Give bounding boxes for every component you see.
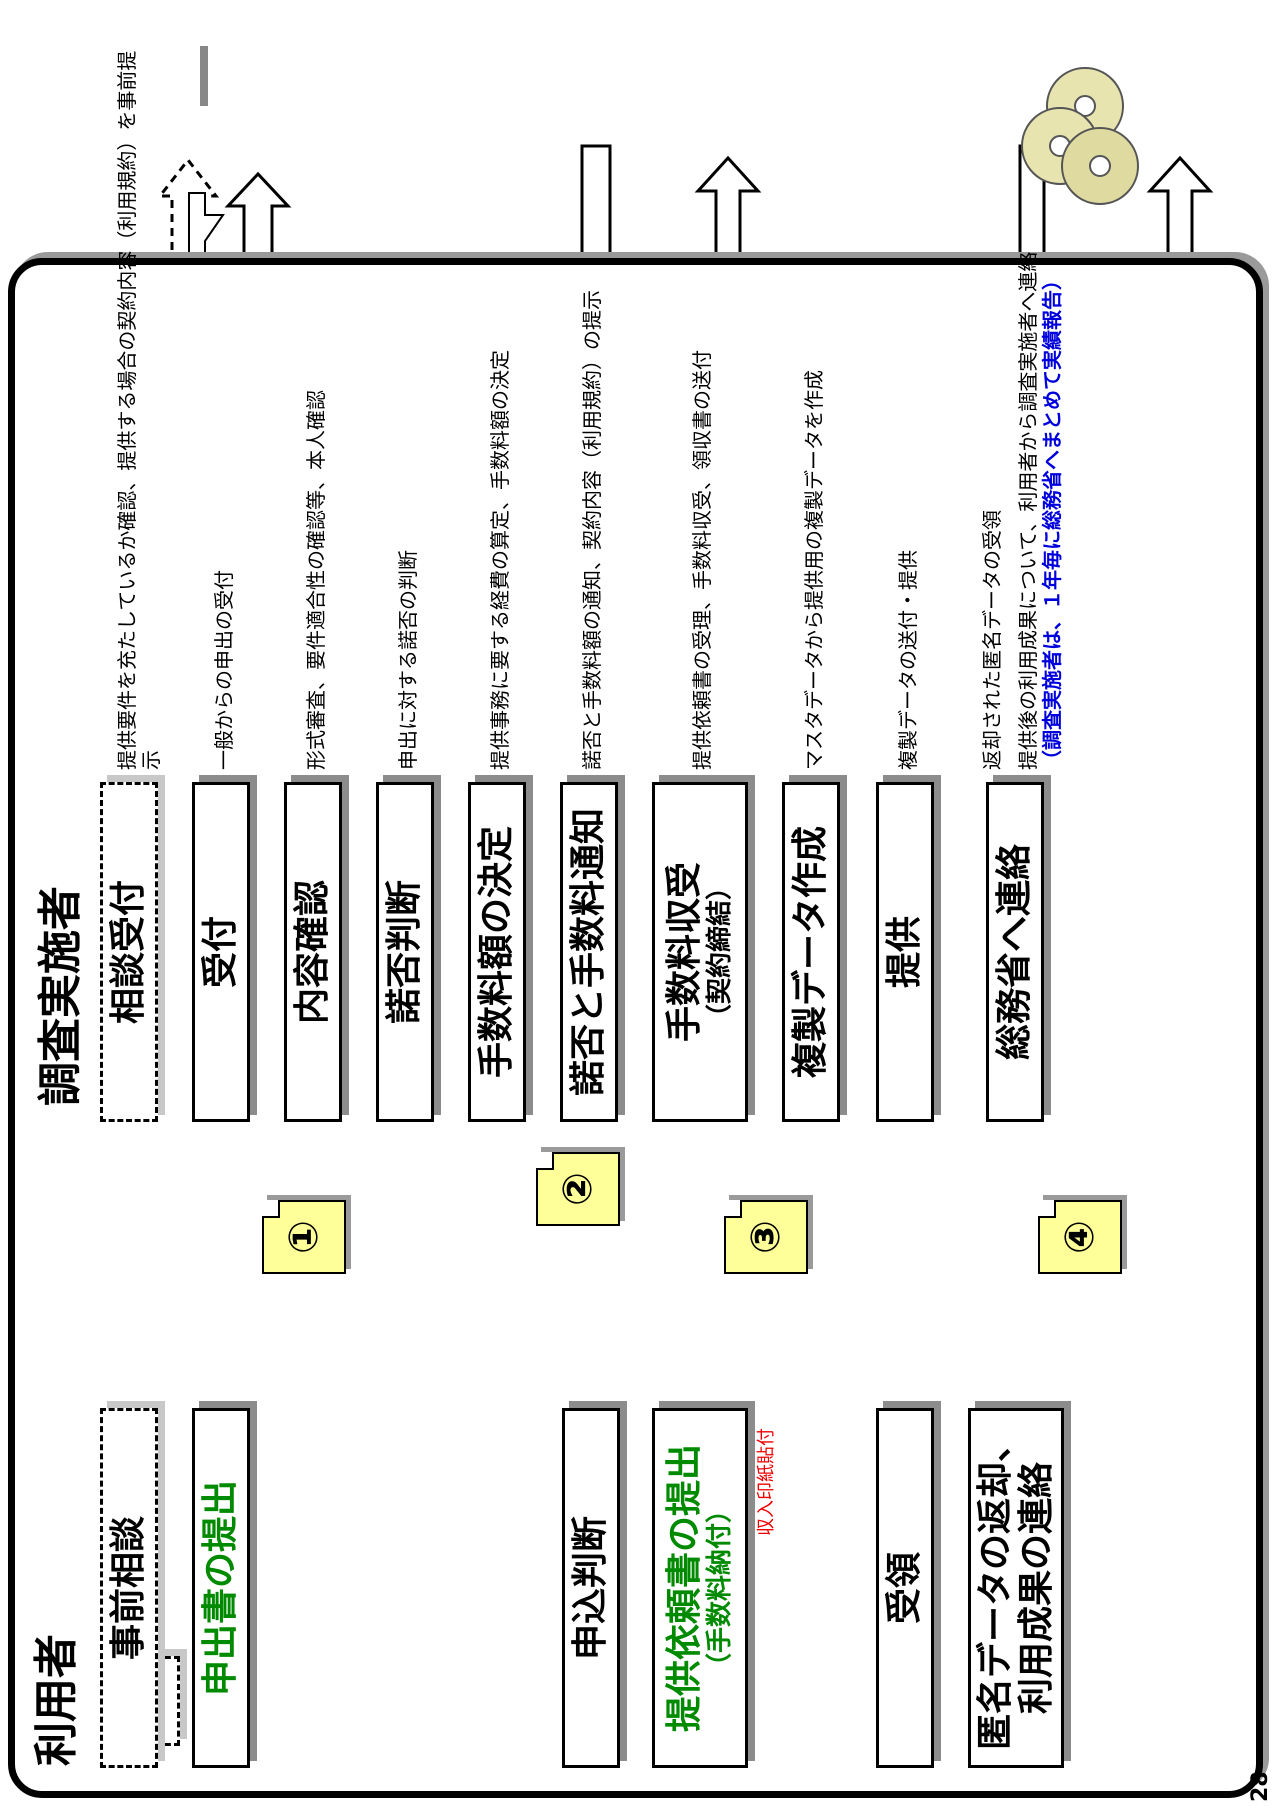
desc-11-line1: 提供後の利用成果について、利用者から調査実施者へ連絡 <box>1016 251 1040 770</box>
provider-step-2-label: 受付 <box>200 916 242 989</box>
provider-step-6: 諾否と手数料通知 <box>560 782 618 1122</box>
desc-11-line2: （調査実施者は、１年毎に総務省へまとめて実績報告） <box>1040 270 1064 770</box>
marker-1: ① <box>262 1200 346 1274</box>
provider-step-7-sub: （契約締結） <box>704 874 735 1031</box>
desc-2: 一般からの申出の受付 <box>212 570 236 770</box>
provider-step-2: 受付 <box>192 782 250 1122</box>
marker-4: ④ <box>1038 1200 1122 1274</box>
user-step-4-sub: （手数料納付） <box>704 1497 735 1680</box>
provider-step-8: 複製データ作成 <box>782 782 840 1122</box>
cd-disc-icon <box>1021 67 1139 205</box>
user-step-3: 申込判断 <box>562 1408 620 1768</box>
desc-3-line1: 形式審査、要件適合性の確認等、本人確認 <box>304 390 328 770</box>
user-step-6-line2: 利用成果の連絡 <box>1016 1462 1057 1715</box>
marker-1-text: ① <box>281 1220 327 1254</box>
user-step-4: 提供依頼書の提出 （手数料納付） <box>652 1408 748 1768</box>
desc-9-line1: 複製データの送付・提供 <box>896 550 920 770</box>
user-step-1-label: 事前相談 <box>108 1516 150 1661</box>
revenue-stamp-note: 収入印紙貼付 <box>756 1428 777 1536</box>
user-step-3-label: 申込判断 <box>570 1516 612 1661</box>
desc-6: 諾否と手数料額の通知、契約内容（利用規約）の提示 <box>580 290 604 770</box>
desc-3: 形式審査、要件適合性の確認等、本人確認 <box>304 390 328 770</box>
provider-step-10: 総務省へ連絡 <box>986 782 1044 1122</box>
desc-5-line1: 提供事務に要する経費の算定、手数料額の決定 <box>488 350 512 770</box>
desc-9: 複製データの送付・提供 <box>896 550 920 770</box>
provider-step-6-label: 諾否と手数料通知 <box>568 808 610 1097</box>
user-step-6: 匿名データの返却、 利用成果の連絡 <box>968 1408 1064 1768</box>
marker-4-text: ④ <box>1057 1220 1103 1254</box>
marker-2-text: ② <box>555 1172 601 1206</box>
desc-1: 提供要件を充たしているか確認、提供する場合の契約内容（利用規約）を事前提 示 <box>115 51 163 770</box>
provider-step-4-label: 諾否判断 <box>384 880 426 1025</box>
provider-step-1-label: 相談受付 <box>108 880 150 1025</box>
desc-7-line1: 提供依頼書の受理、手数料収受、領収書の送付 <box>690 350 714 770</box>
provider-step-5: 手数料額の決定 <box>468 782 526 1122</box>
user-step-1: 事前相談 <box>100 1408 158 1768</box>
provider-step-4: 諾否判断 <box>376 782 434 1122</box>
desc-1-line1: 提供要件を充たしているか確認、提供する場合の契約内容（利用規約）を事前提 <box>115 50 139 770</box>
desc-2-line1: 一般からの申出の受付 <box>212 570 236 770</box>
provider-step-9: 提供 <box>876 782 934 1122</box>
provider-step-8-label: 複製データ作成 <box>790 826 832 1079</box>
marker-3-text: ③ <box>743 1220 789 1254</box>
desc-10-line1: 返却された匿名データの受領 <box>980 510 1004 770</box>
user-step-2: 申出書の提出 <box>192 1408 250 1768</box>
user-step-5: 受領 <box>876 1408 934 1768</box>
page-number: 28 <box>1248 1771 1273 1802</box>
desc-11: 提供後の利用成果について、利用者から調査実施者へ連絡 （調査実施者は、１年毎に総… <box>1016 252 1064 770</box>
provider-step-7: 手数料収受 （契約締結） <box>652 782 748 1122</box>
marker-2: ② <box>536 1152 620 1226</box>
user-step-5-label: 受領 <box>884 1552 926 1625</box>
desc-5: 提供事務に要する経費の算定、手数料額の決定 <box>488 350 512 770</box>
desc-4: 申出に対する諾否の判断 <box>396 550 420 770</box>
provider-step-7-label: 手数料収受 <box>664 862 706 1043</box>
provider-step-9-label: 提供 <box>884 916 926 989</box>
provider-step-10-label: 総務省へ連絡 <box>994 844 1036 1061</box>
desc-10: 返却された匿名データの受領 <box>980 510 1004 770</box>
desc-8-line1: マスタデータから提供用の複製データを作成 <box>802 370 826 770</box>
desc-6-line1: 諾否と手数料額の通知、契約内容（利用規約）の提示 <box>580 290 604 770</box>
provider-step-1: 相談受付 <box>100 782 158 1122</box>
desc-7: 提供依頼書の受理、手数料収受、領収書の送付 <box>690 350 714 770</box>
user-step-2-label: 申出書の提出 <box>200 1480 242 1697</box>
provider-step-3-label: 内容確認 <box>292 880 334 1025</box>
user-step-4-label: 提供依頼書の提出 <box>664 1444 706 1733</box>
user-panel-title: 利用者 <box>31 1634 82 1766</box>
provider-step-3: 内容確認 <box>284 782 342 1122</box>
marker-3: ③ <box>724 1200 808 1274</box>
user-step-6-label: 匿名データの返却、 <box>974 1426 1016 1751</box>
provider-panel-title: 調査実施者 <box>35 886 86 1106</box>
desc-1-line2: 示 <box>139 750 163 770</box>
provider-step-5-label: 手数料額の決定 <box>476 826 518 1079</box>
desc-4-line1: 申出に対する諾否の判断 <box>396 550 420 770</box>
desc-8: マスタデータから提供用の複製データを作成 <box>802 370 826 770</box>
